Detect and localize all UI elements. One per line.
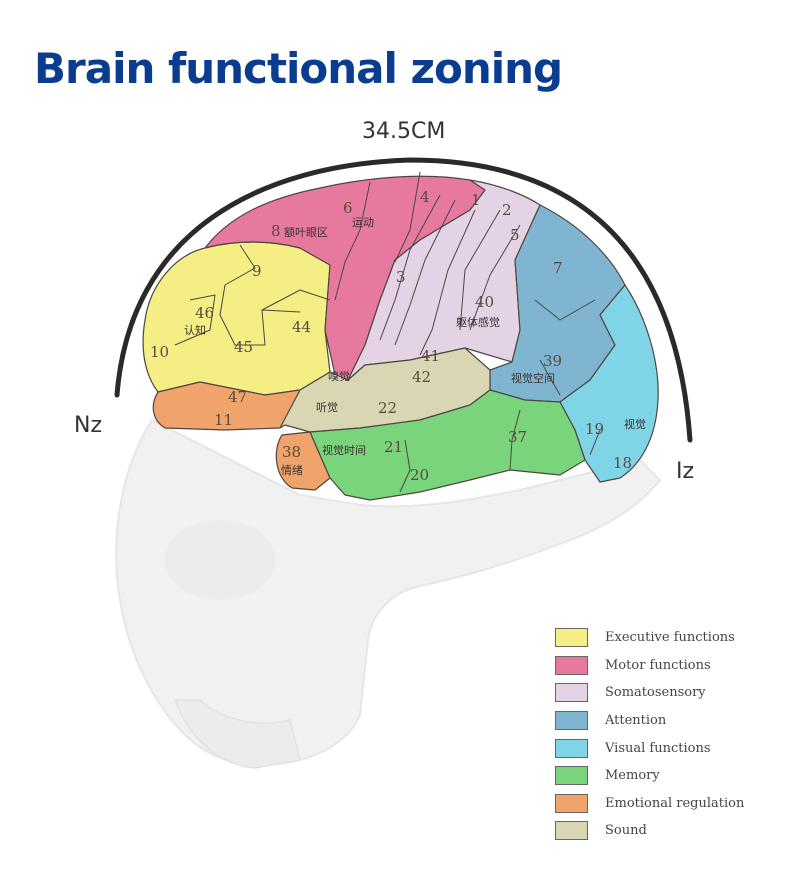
legend-label: Somatosensory [605,685,706,701]
legend-item: Emotional regulation [555,790,780,818]
legend-label: Emotional regulation [605,795,745,811]
region-sublabel: 躯体感觉 [456,315,500,329]
region-label: 22 [378,399,397,417]
brain-regions [142,171,659,501]
legend-label: Motor functions [605,657,711,673]
legend-swatch [555,655,588,675]
region-motor [204,175,486,381]
region-label: 47 [228,388,247,406]
region-label: 38 [282,443,301,461]
region-divisions [174,171,601,493]
region-sublabel: 情绪 [281,463,303,477]
region-label: 10 [150,343,169,361]
iz-label: Iz [676,459,694,484]
legend-label: Memory [605,768,660,784]
region-label: 46 [195,304,214,322]
region-label: 42 [412,368,431,386]
legend-label: Visual functions [605,740,711,756]
region-label: 41 [421,347,440,365]
region-sublabel: 听觉 [316,401,338,414]
region-sublabel: 认知 [184,323,206,337]
legend-swatch [555,793,588,813]
diagram-title: Brain functional zoning [34,44,563,93]
region-emotional [152,381,301,431]
region-label: 39 [543,352,562,370]
region-label: 2 [502,201,512,219]
region-label: 5 [510,226,520,244]
legend-item: Somatosensory [555,679,780,707]
legend-swatch [555,821,588,841]
legend-label: Attention [605,713,667,729]
nz-label: Nz [74,413,102,438]
region-sublabel: 额叶眼区 [284,226,328,239]
region-labels: 4 6 运动 8 额叶眼区 1 2 5 3 40 躯体感觉 7 39 视觉空间 … [150,188,646,484]
legend-swatch [555,711,588,731]
legend-label: Sound [605,823,647,839]
legend-item: Sound [555,817,780,845]
region-label: 6 [343,199,353,217]
region-label: 20 [410,466,429,484]
region-label: 9 [252,262,262,280]
legend-item: Executive functions [555,624,780,652]
region-sublabel: 视觉空间 [511,371,555,385]
region-label: 18 [613,454,632,472]
legend-swatch [555,683,588,703]
legend-item: Attention [555,707,780,735]
region-memory [309,389,586,501]
legend-item: Memory [555,762,780,790]
legend-swatch [555,738,588,758]
region-label: 19 [585,420,604,438]
measurement-arc [114,157,693,443]
region-label: 45 [234,338,253,356]
skull-cheek [165,520,275,600]
region-label: 7 [553,259,563,277]
region-sublabel: 嗅觉 [328,369,350,383]
region-label: 1 [471,191,481,209]
region-label: 3 [396,268,406,286]
region-label: 8 [271,222,281,240]
region-sublabel: 视觉时间 [322,443,366,457]
region-label: 40 [475,293,494,311]
region-label: 37 [508,428,527,446]
region-label: 11 [214,411,233,429]
legend-item: Motor functions [555,652,780,680]
skull-jaw [173,699,301,769]
legend-label: Executive functions [605,630,735,646]
region-sublabel: 运动 [352,216,374,229]
region-sublabel: 视觉 [624,417,646,431]
measurement-label: 34.5CM [362,119,445,144]
region-label: 4 [420,188,430,206]
legend-swatch [555,766,588,786]
skull-silhouette [115,418,662,766]
region-label: 44 [292,318,311,336]
region-label: 21 [384,438,403,456]
legend-item: Visual functions [555,734,780,762]
legend-swatch [555,628,588,648]
